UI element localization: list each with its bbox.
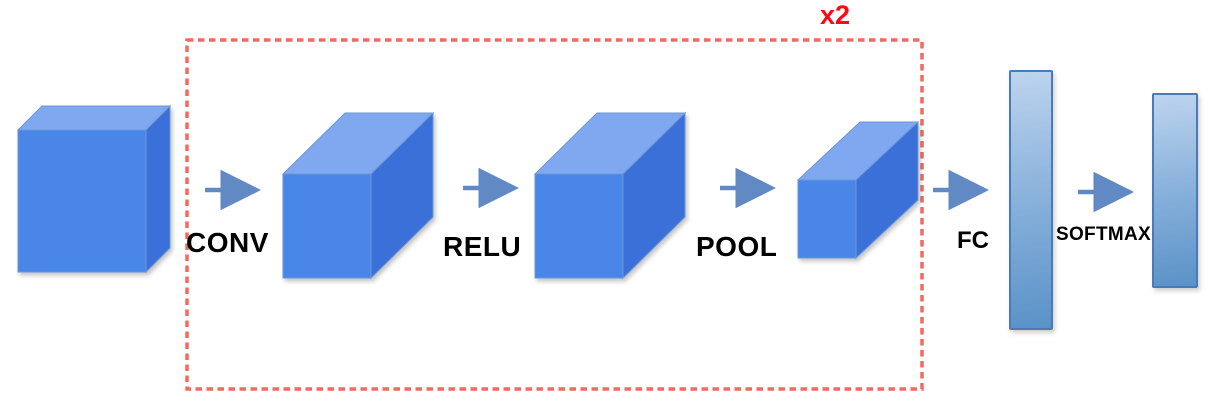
pool-label: POOL — [696, 231, 778, 262]
fc-vector-bar — [1009, 70, 1053, 330]
softmax-label: SOFTMAX — [1056, 224, 1151, 245]
repeat-dashed-box — [185, 38, 924, 391]
pool-output-volume — [796, 120, 920, 260]
repeat-count-label: x2 — [820, 0, 851, 30]
relu-label: RELU — [443, 231, 522, 262]
output-vector-bar — [1152, 93, 1198, 288]
relu-output-volume — [533, 111, 687, 280]
conv-label: CONV — [186, 227, 269, 258]
conv-output-volume — [281, 111, 435, 280]
input-volume — [16, 104, 172, 274]
fc-label: FC — [957, 227, 989, 254]
